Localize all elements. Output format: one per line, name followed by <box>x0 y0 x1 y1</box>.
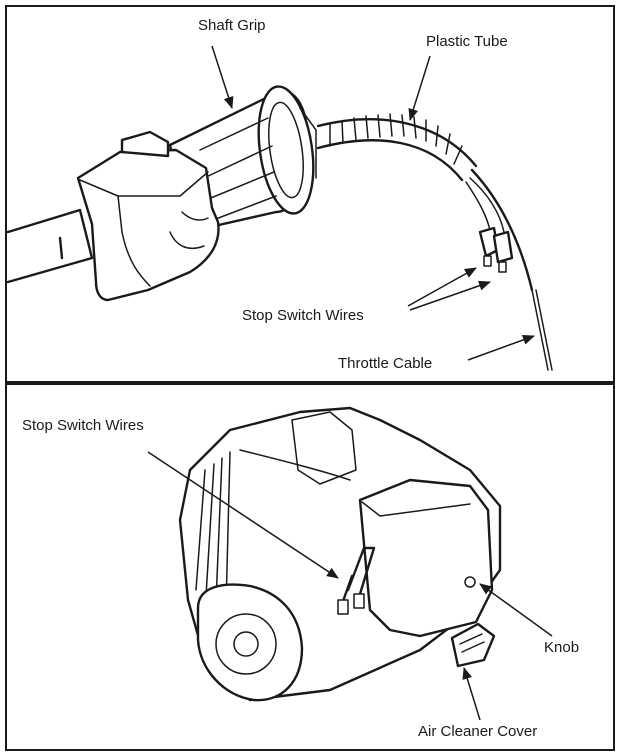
arrow-stop-switch-wires-top-1 <box>407 267 477 307</box>
engine-wires-drawing <box>337 546 376 615</box>
arrow-plastic-tube <box>408 55 431 121</box>
air-cleaner-cover-drawing <box>358 478 496 668</box>
label-stop-switch-wires-top: Stop Switch Wires <box>242 307 364 324</box>
bottom-panel: Stop Switch Wires Knob Air Cleaner Cover <box>5 383 615 751</box>
wires-drawing <box>465 168 553 371</box>
arrow-throttle-cable <box>467 335 535 361</box>
arrow-air-cleaner-cover <box>462 667 481 721</box>
label-throttle-cable: Throttle Cable <box>338 355 432 372</box>
label-plastic-tube: Plastic Tube <box>426 33 508 50</box>
label-stop-switch-wires-bottom: Stop Switch Wires <box>22 417 144 434</box>
arrow-stop-switch-wires-bottom <box>147 451 339 579</box>
plastic-tube-drawing <box>316 113 478 182</box>
recoil-starter-drawing <box>196 583 304 702</box>
bottom-panel-frame <box>5 383 615 751</box>
throttle-housing-drawing <box>76 130 220 302</box>
label-shaft-grip: Shaft Grip <box>198 17 266 34</box>
label-knob: Knob <box>544 639 579 656</box>
arrow-shaft-grip <box>211 45 234 109</box>
arrow-knob <box>479 583 553 637</box>
top-panel-frame <box>5 5 615 383</box>
top-panel: Shaft Grip Plastic Tube Stop Switch Wire… <box>5 5 615 383</box>
label-air-cleaner-cover: Air Cleaner Cover <box>418 723 537 740</box>
shaft-drawing <box>6 208 94 284</box>
arrow-stop-switch-wires-top-2 <box>409 280 491 311</box>
